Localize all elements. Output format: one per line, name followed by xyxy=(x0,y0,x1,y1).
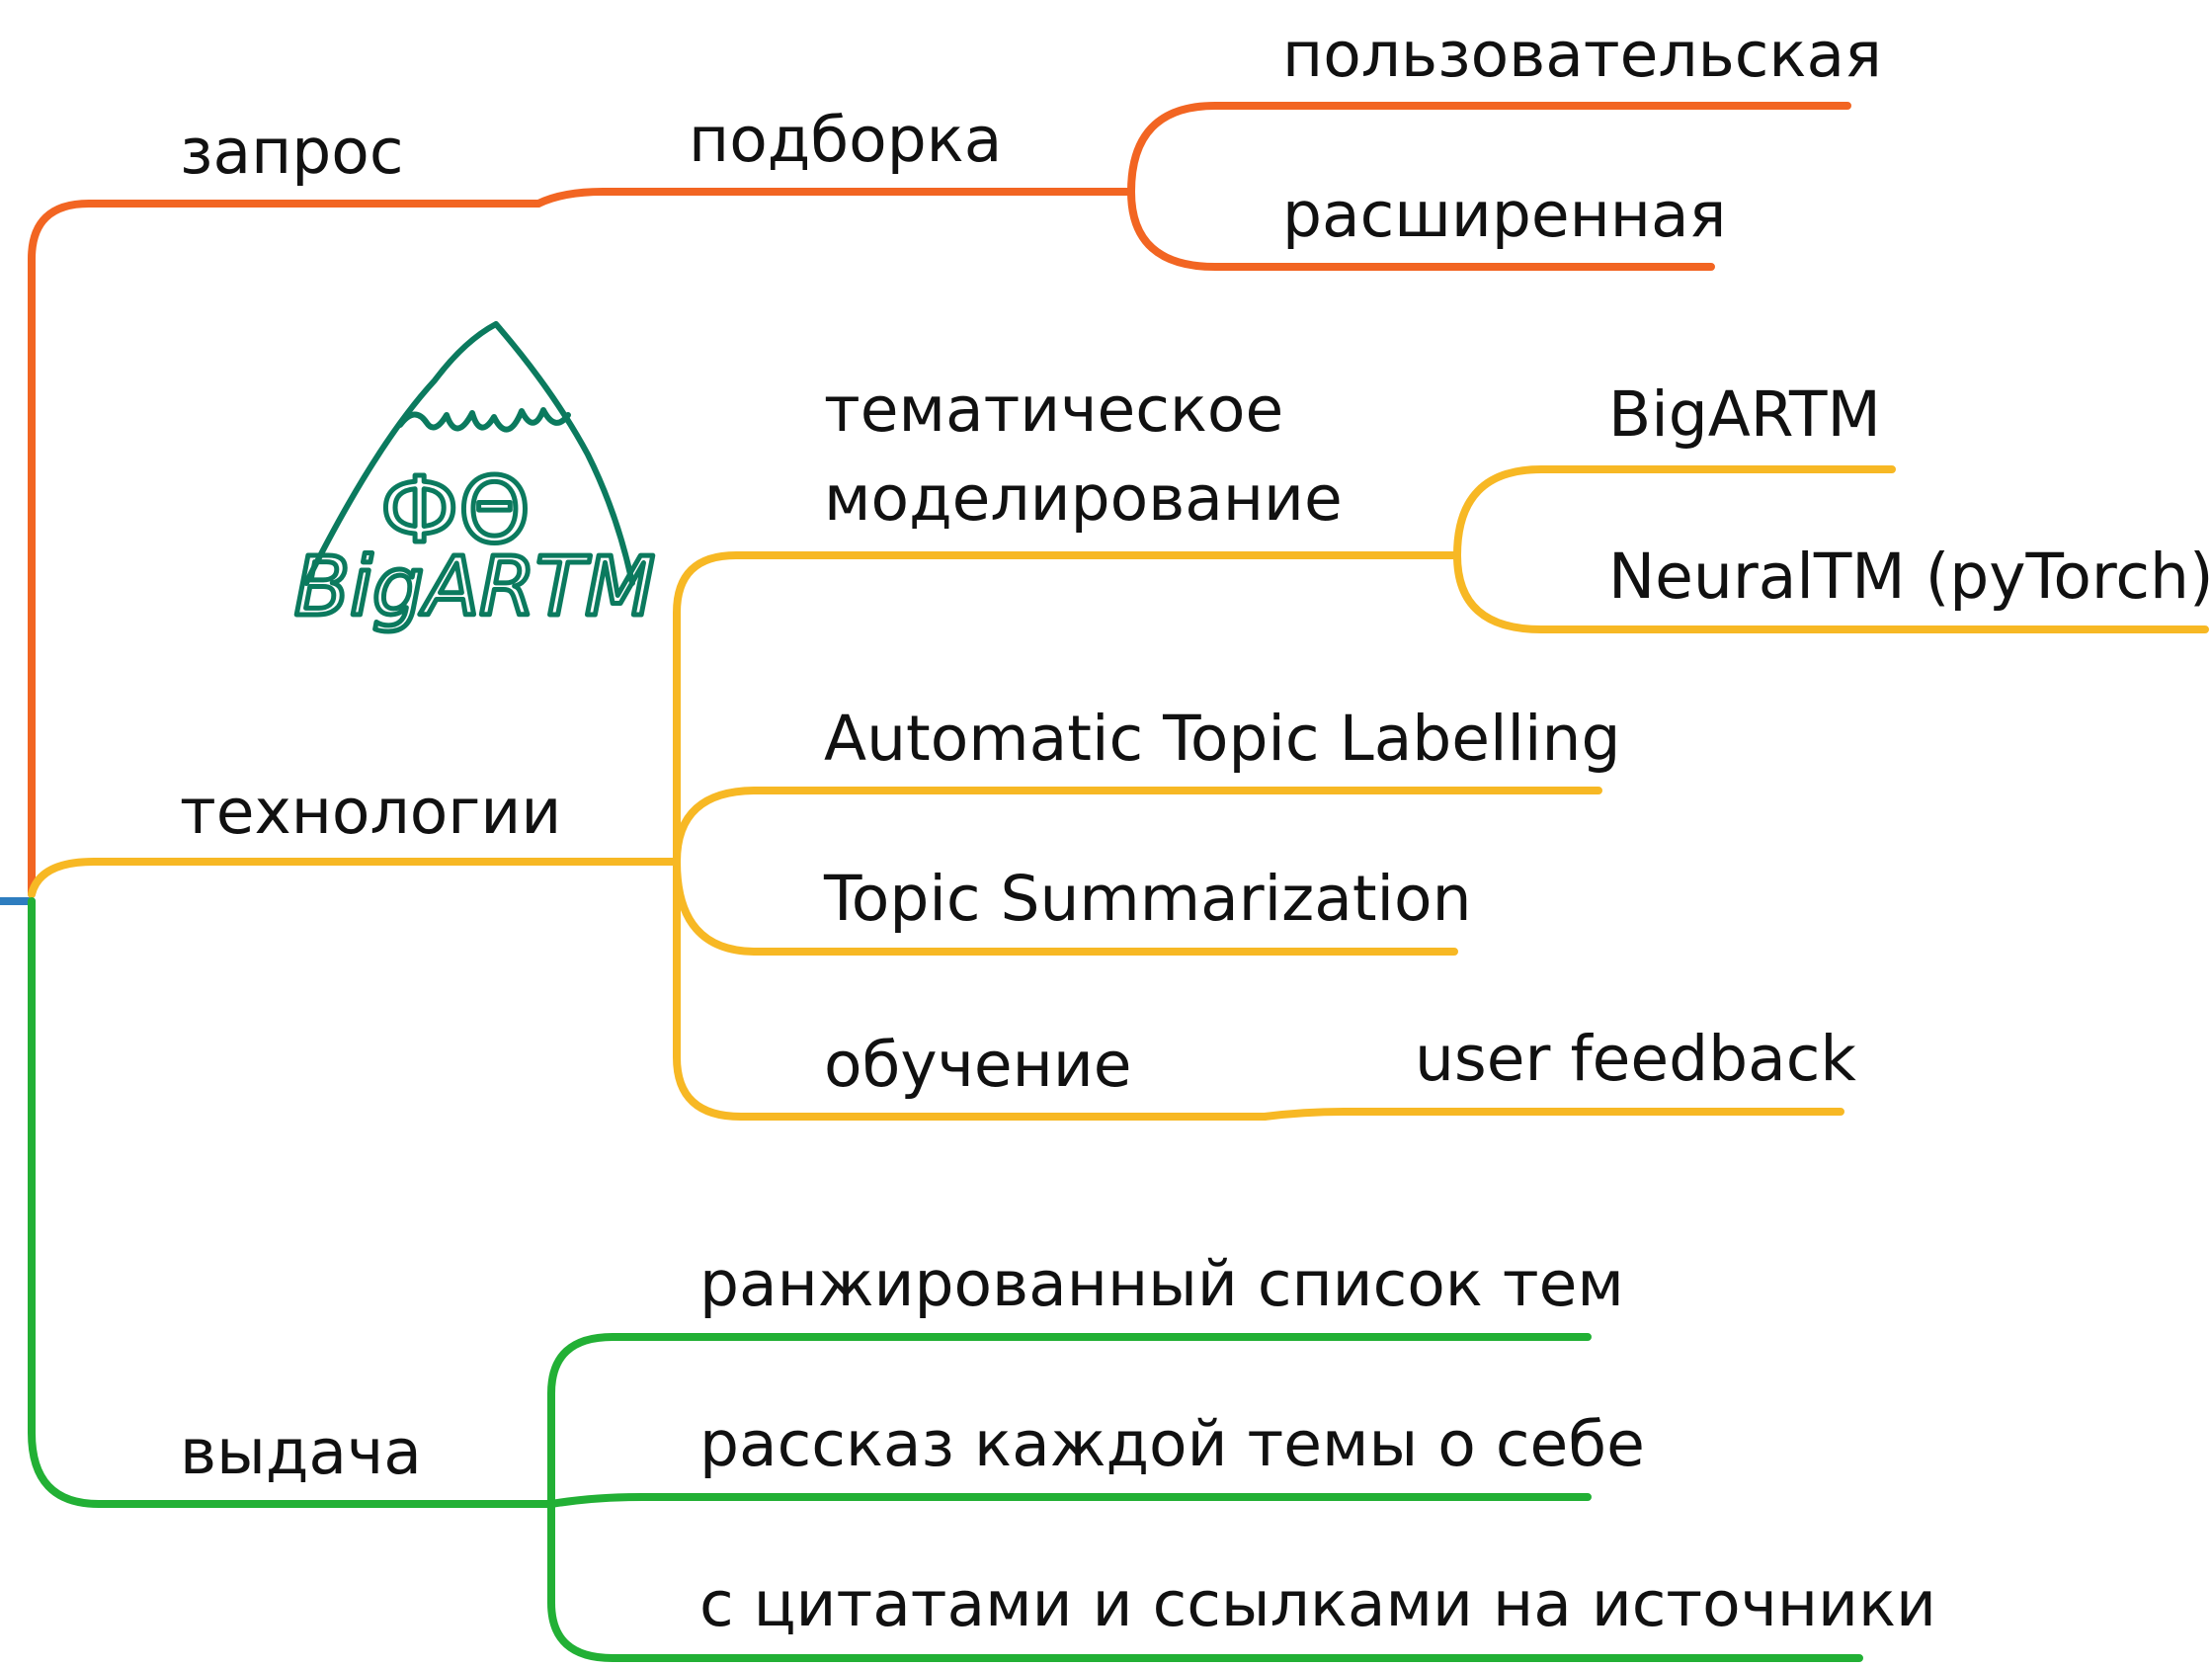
mountain-outline-icon xyxy=(303,321,635,586)
branch-tech xyxy=(28,465,2209,1121)
connector-tematicheskoe xyxy=(673,551,1461,866)
connector-polzovatelskaya xyxy=(1127,102,1851,196)
connector-user-feedback xyxy=(1261,1108,1844,1121)
connector-rasskaz xyxy=(547,1493,1592,1508)
node-citaty: с цитатами и ссылками на источники xyxy=(699,1568,1937,1640)
node-bigartm: BigARTM xyxy=(1608,378,1881,451)
node-tematicheskoe: тематическое моделирование xyxy=(824,374,1343,535)
connector-neuraltm xyxy=(1453,551,2209,633)
branch-vydacha xyxy=(28,897,1863,1662)
node-obuchenie: обучение xyxy=(824,1029,1132,1101)
connector-zapros xyxy=(28,200,542,898)
node-summarization: Topic Summarization xyxy=(824,863,1472,935)
node-neuraltm: NeuralTM (pyTorch) xyxy=(1608,541,2212,613)
logo-letters: ФΘ xyxy=(380,458,531,563)
node-podborka: подборка xyxy=(689,104,1003,176)
branch-zapros xyxy=(28,102,1851,898)
node-atl: Automatic Topic Labelling xyxy=(824,703,1621,775)
connector-obuchenie xyxy=(673,858,1269,1121)
connector-vydacha xyxy=(28,897,555,1508)
node-rasskaz: рассказ каждой темы о себе xyxy=(699,1408,1645,1480)
connector-atl xyxy=(673,787,1602,866)
connector-tekhnologii xyxy=(28,858,681,898)
connector-rasshirennaya xyxy=(1127,188,1715,271)
node-rasshirennaya: расширенная xyxy=(1282,179,1727,251)
logo-text: BigARTM xyxy=(294,541,655,634)
node-polzovatelskaya: пользовательская xyxy=(1282,19,1882,91)
connector-ranked-list xyxy=(547,1333,1592,1508)
node-tekhnologii: технологии xyxy=(180,776,562,848)
bigartm-logo: ФΘ BigARTM xyxy=(292,321,658,637)
snow-line-icon xyxy=(397,407,571,433)
node-user-feedback: user feedback xyxy=(1415,1023,1856,1095)
connector-bigartm xyxy=(1453,465,1896,559)
connector-podborka xyxy=(534,188,1135,208)
connector-citaty xyxy=(547,1500,1863,1662)
node-ranked-list: ранжированный список тем xyxy=(699,1248,1624,1320)
node-vydacha: выдача xyxy=(180,1416,422,1488)
node-zapros: запрос xyxy=(180,116,404,188)
